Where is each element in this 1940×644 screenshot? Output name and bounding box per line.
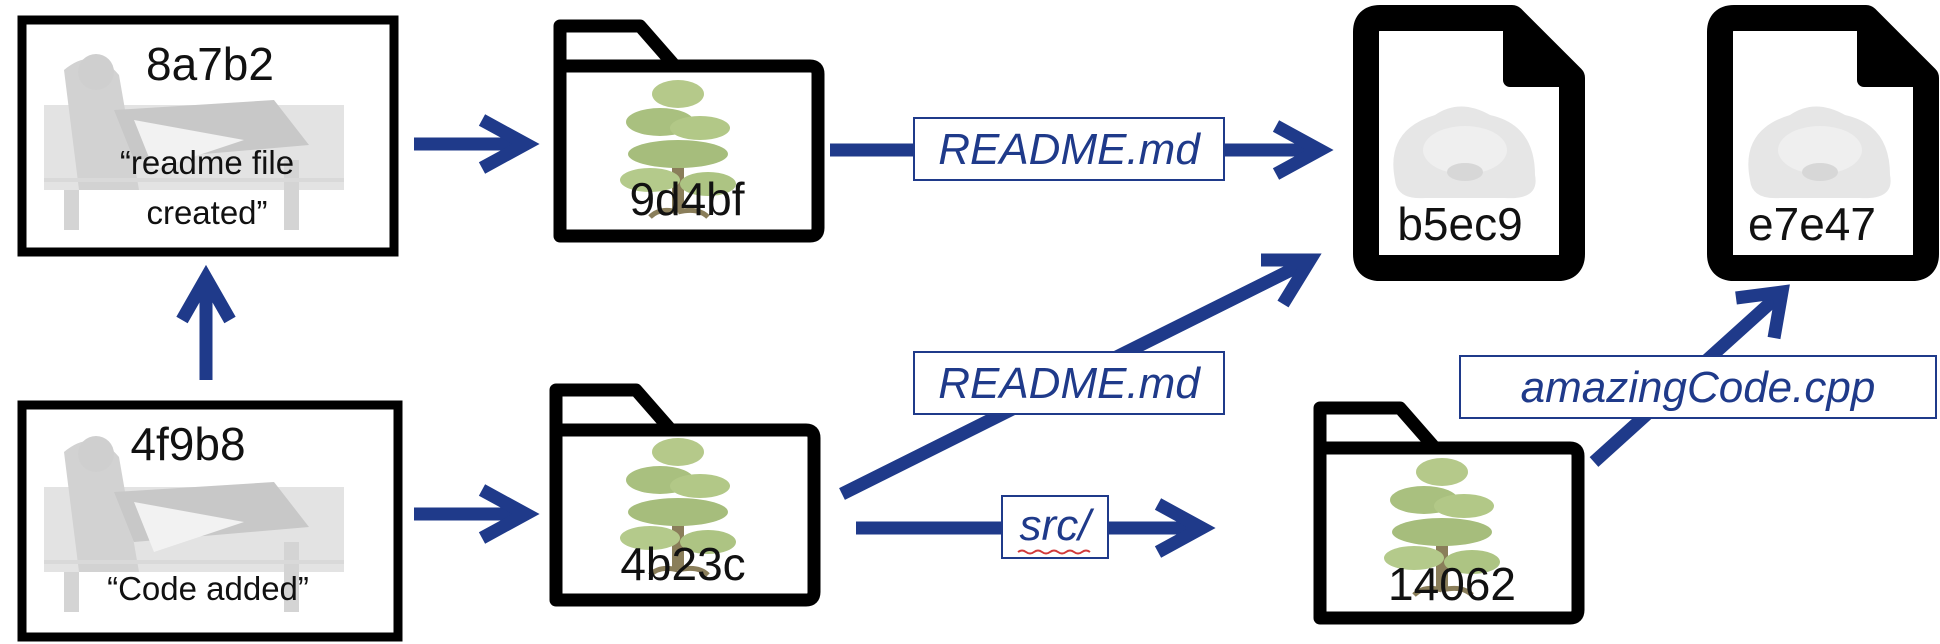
commit-hash: 4f9b8 [130, 418, 245, 470]
commit-message-line: “readme file [120, 144, 294, 181]
blob-node-b5ec9: b5ec9 [1353, 5, 1585, 281]
edge-label-text: README.md [938, 359, 1201, 408]
blob-hash: b5ec9 [1397, 198, 1522, 250]
commit-hash: 8a7b2 [146, 38, 274, 90]
tree-hash: 9d4bf [629, 173, 744, 225]
commit-node-bottom: 4f9b8 “Code added” [17, 400, 403, 642]
arrow-commit-to-tree-top [414, 114, 540, 174]
tree-hash: 14062 [1388, 558, 1516, 610]
blob-node-e7e47: e7e47 [1707, 5, 1939, 281]
tree-node-9d4bf: 9d4bf [553, 19, 825, 243]
tree-hash: 4b23c [620, 538, 745, 590]
edge-label-amazing: amazingCode.cpp [1459, 355, 1937, 419]
commit-node-top: 8a7b2 “readme file created” [17, 15, 399, 257]
tree-node-4b23c: 4b23c [549, 383, 821, 607]
edge-label-src: src/ [1001, 495, 1109, 559]
edge-label-text: src/ [1020, 501, 1095, 550]
commit-message-line: created” [146, 194, 267, 231]
blob-hash: e7e47 [1748, 198, 1876, 250]
edge-label-readme-top: README.md [913, 117, 1225, 181]
tree-node-14062: 14062 [1313, 401, 1585, 625]
edge-label-text: amazingCode.cpp [1521, 363, 1876, 412]
edge-label-readme-bottom: README.md [913, 351, 1225, 415]
edge-label-text: README.md [938, 125, 1201, 174]
arrow-commit-to-tree-bottom [414, 484, 540, 544]
commit-message-line: “Code added” [107, 570, 309, 607]
arrow-parent-commit [176, 264, 236, 380]
spellcheck-underline-icon [1017, 549, 1091, 555]
